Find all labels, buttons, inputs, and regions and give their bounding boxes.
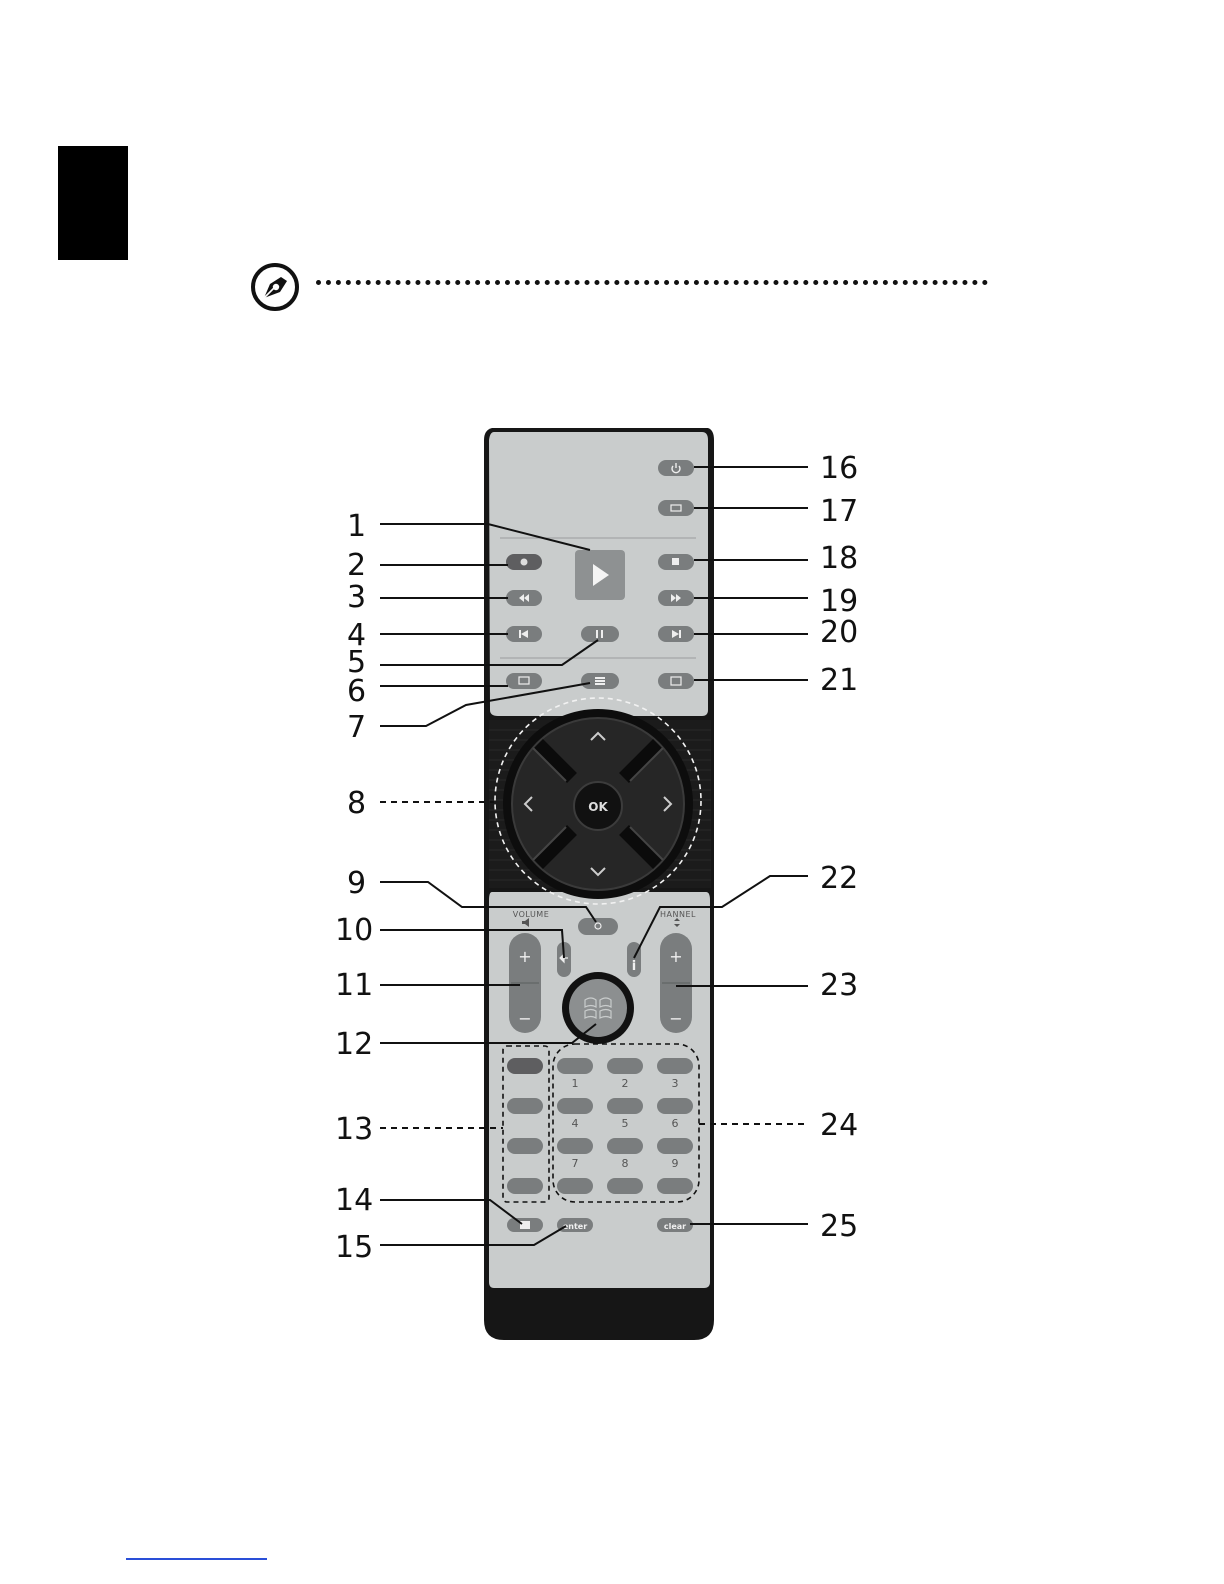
key-7-button[interactable] xyxy=(557,1138,593,1154)
callout-labels-right: 16 17 18 19 20 21 22 23 24 25 xyxy=(820,451,858,1244)
callout-label-19: 19 xyxy=(820,584,858,619)
ok-button[interactable] xyxy=(574,782,622,830)
channel-rocker[interactable] xyxy=(660,933,692,1033)
key-4-label: 4 xyxy=(572,1117,579,1130)
callout-label-5: 5 xyxy=(347,645,366,680)
callout-label-14: 14 xyxy=(335,1183,373,1218)
callout-label-22: 22 xyxy=(820,861,858,896)
callout-label-20: 20 xyxy=(820,615,858,650)
play-button[interactable] xyxy=(575,550,625,600)
callout-label-2: 2 xyxy=(347,548,366,583)
callout-label-6: 6 xyxy=(347,674,366,709)
callout-label-12: 12 xyxy=(335,1027,373,1062)
key-6-button[interactable] xyxy=(657,1098,693,1114)
key-2-label: 2 xyxy=(622,1077,629,1090)
callout-label-23: 23 xyxy=(820,968,858,1003)
green-button[interactable] xyxy=(507,1098,543,1114)
callout-label-16: 16 xyxy=(820,451,858,486)
recorded-tv-button[interactable] xyxy=(658,673,694,689)
footer-link-rule xyxy=(126,1558,267,1560)
fast-forward-button[interactable] xyxy=(658,590,694,606)
volume-label: VOLUME xyxy=(513,910,550,919)
key-3-button[interactable] xyxy=(657,1058,693,1074)
callout-label-10: 10 xyxy=(335,913,373,948)
key-2-button[interactable] xyxy=(607,1058,643,1074)
speaker-icon xyxy=(522,918,529,927)
info-button[interactable] xyxy=(627,942,641,977)
channel-label: HANNEL xyxy=(660,910,696,919)
key-9-label: 9 xyxy=(672,1157,679,1170)
windows-start-button[interactable] xyxy=(569,979,627,1037)
red-button[interactable] xyxy=(507,1058,543,1074)
power-button[interactable] xyxy=(658,460,694,476)
key-3-label: 3 xyxy=(672,1077,679,1090)
volume-rocker[interactable] xyxy=(509,933,541,1033)
callout-label-4: 4 xyxy=(347,618,366,653)
key-0-button[interactable] xyxy=(607,1178,643,1194)
callout-label-1: 1 xyxy=(347,509,366,544)
callout-label-8: 8 xyxy=(347,786,366,821)
key-7-label: 7 xyxy=(572,1157,579,1170)
enter-button[interactable] xyxy=(557,1218,593,1232)
callout-labels-left: 1 2 3 4 5 6 7 8 9 10 11 12 13 14 15 xyxy=(335,509,373,1265)
key-star-button[interactable] xyxy=(557,1178,593,1194)
number-keypad: 1 2 3 4 5 6 7 8 9 xyxy=(557,1058,693,1194)
key-5-label: 5 xyxy=(622,1117,629,1130)
stop-button[interactable] xyxy=(658,554,694,570)
key-1-button[interactable] xyxy=(557,1058,593,1074)
start-button[interactable] xyxy=(658,500,694,516)
rewind-button[interactable] xyxy=(506,590,542,606)
channel-arrows-icon xyxy=(674,918,680,927)
guide-button[interactable] xyxy=(581,673,619,689)
callout-label-15: 15 xyxy=(335,1230,373,1265)
dpad-right-icon[interactable] xyxy=(664,797,671,811)
record-button[interactable] xyxy=(506,554,542,570)
key-4-button[interactable] xyxy=(557,1098,593,1114)
key-hash-button[interactable] xyxy=(657,1178,693,1194)
key-6-label: 6 xyxy=(672,1117,679,1130)
callout-label-21: 21 xyxy=(820,663,858,698)
callout-label-7: 7 xyxy=(347,710,366,745)
key-8-label: 8 xyxy=(622,1157,629,1170)
callout-label-9: 9 xyxy=(347,866,366,901)
yellow-button[interactable] xyxy=(507,1138,543,1154)
callout-label-24: 24 xyxy=(820,1108,858,1143)
mute-button[interactable] xyxy=(557,942,571,977)
teletext-button[interactable] xyxy=(507,1218,543,1232)
blue-button[interactable] xyxy=(507,1178,543,1194)
dpad-up-icon[interactable] xyxy=(591,733,605,740)
callout-label-25: 25 xyxy=(820,1209,858,1244)
note-icon xyxy=(248,262,302,312)
callout-label-18: 18 xyxy=(820,541,858,576)
callout-label-11: 11 xyxy=(335,968,373,1003)
callout-label-3: 3 xyxy=(347,580,366,615)
key-8-button[interactable] xyxy=(607,1138,643,1154)
callout-label-17: 17 xyxy=(820,494,858,529)
key-5-button[interactable] xyxy=(607,1098,643,1114)
back-button[interactable] xyxy=(578,918,618,935)
note-dotted-rule xyxy=(316,280,988,285)
dpad-left-icon[interactable] xyxy=(525,797,532,811)
live-tv-button[interactable] xyxy=(506,673,542,689)
pause-button[interactable] xyxy=(581,626,619,642)
callout-label-13: 13 xyxy=(335,1112,373,1147)
skip-forward-button[interactable] xyxy=(658,626,694,642)
key-9-button[interactable] xyxy=(657,1138,693,1154)
chapter-tab-marker xyxy=(58,146,128,260)
clear-button[interactable] xyxy=(657,1218,693,1232)
skip-back-button[interactable] xyxy=(506,626,542,642)
dpad-down-icon[interactable] xyxy=(591,868,605,875)
key-1-label: 1 xyxy=(572,1077,579,1090)
